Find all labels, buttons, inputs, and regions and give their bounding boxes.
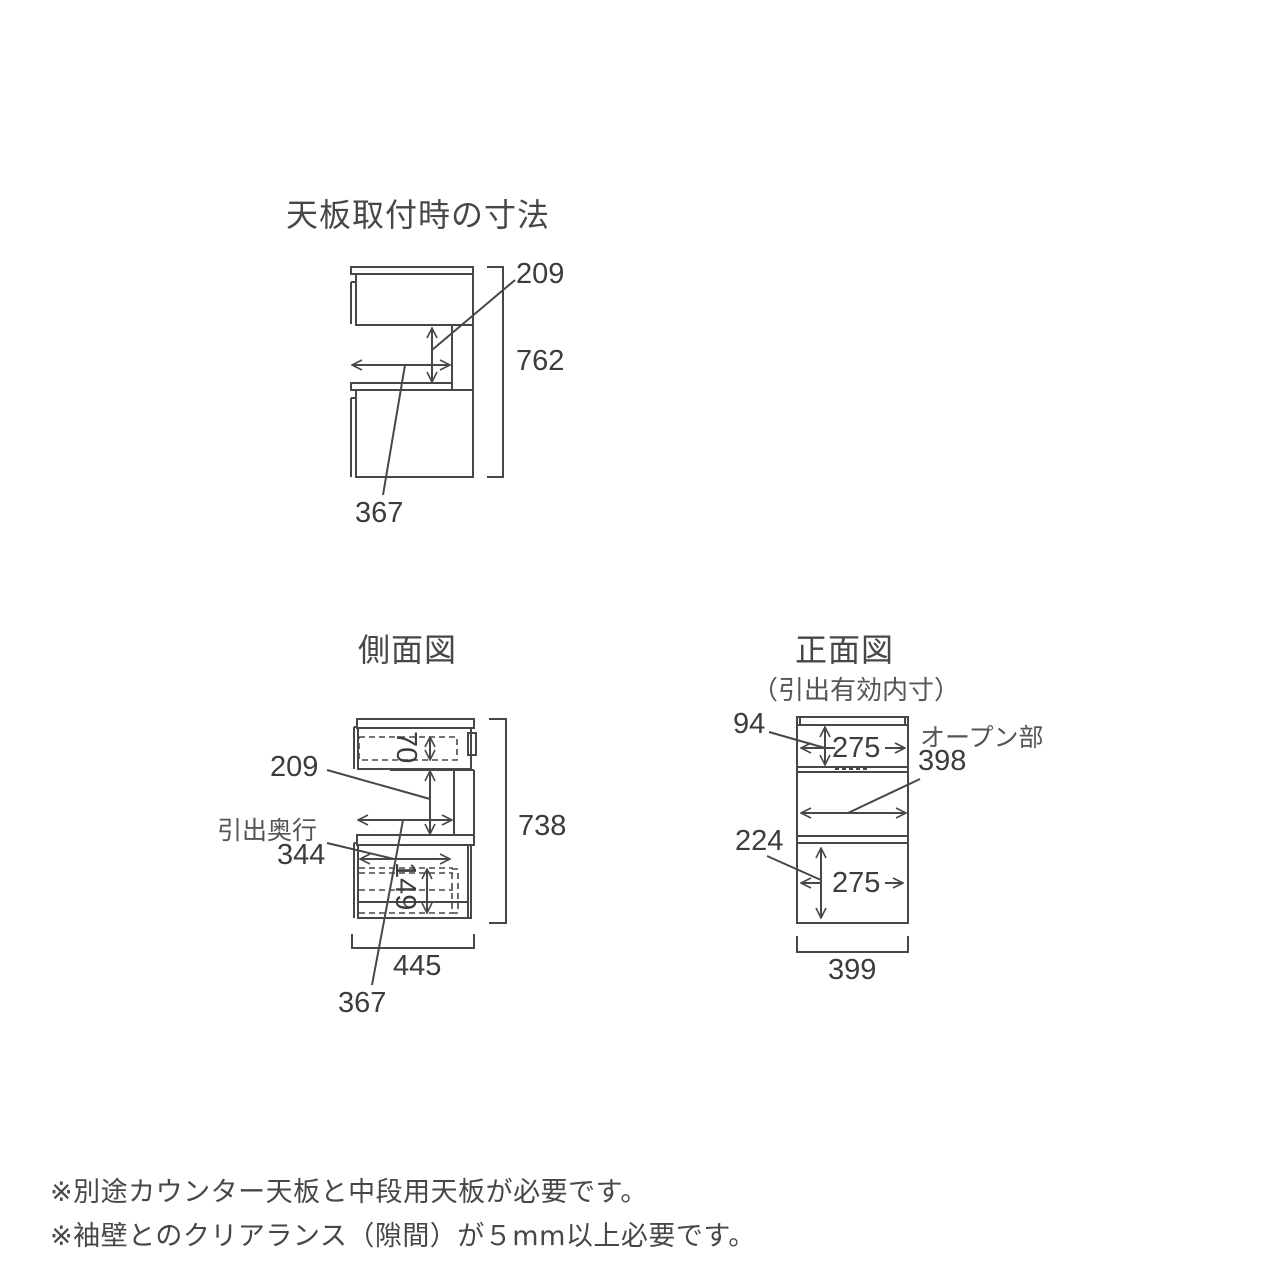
side-view-dimension-lines [327,719,506,985]
top-view-title: 天板取付時の寸法 [286,196,551,234]
top-drawer-width: 275 [832,732,881,764]
front-view-subtitle: （引出有効内寸） [752,676,961,706]
side-view-title: 側面図 [358,631,458,669]
side-view-width: 445 [393,950,442,982]
top-view-cabinet [351,267,473,477]
bottom-drawer-width: 275 [832,867,881,899]
top-view-total-height: 762 [516,345,565,377]
bottom-drawer-height: 224 [735,825,784,857]
front-view-dimension-lines [767,727,920,952]
top-drawer-inner-height: 70 [390,731,422,764]
drawer-depth-label: 引出奥行 [217,816,318,845]
side-view-opening-depth: 367 [338,987,387,1019]
side-view-opening-height: 209 [270,751,319,783]
top-drawer-height: 94 [733,708,766,740]
note-countertop-required: ※別途カウンター天板と中段用天板が必要です。 [50,1177,648,1208]
note-wall-clearance: ※袖壁とのクリアランス（隙間）が５mm以上必要です。 [50,1221,756,1252]
bottom-drawer-inner-height: 149 [389,862,421,911]
top-view-depth: 367 [355,497,404,529]
open-section-width: 398 [918,745,967,777]
open-section-label: オープン部 [920,723,1044,752]
front-view-title: 正面図 [795,631,895,669]
side-view-drawer-depth: 344 [277,839,326,871]
side-view-total-height: 738 [518,810,567,842]
front-view-total-width: 399 [828,954,877,986]
top-view-dimension-lines [352,267,515,495]
top-view-opening-height: 209 [516,258,565,290]
side-view-cabinet [354,719,476,918]
